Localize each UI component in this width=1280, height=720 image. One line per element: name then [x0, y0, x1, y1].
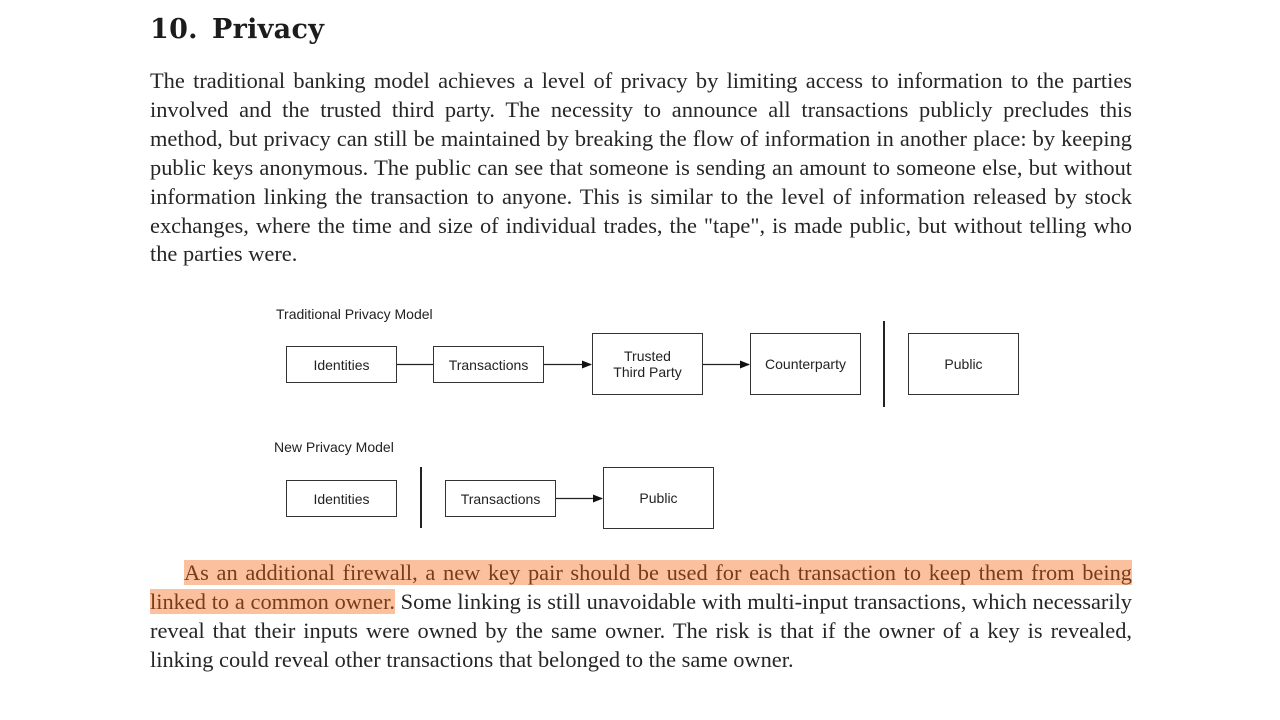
traditional-transactions-box: Transactions	[433, 346, 544, 383]
paragraph-firewall: As an additional firewall, a new key pai…	[150, 559, 1132, 675]
traditional-divider-line	[883, 321, 885, 407]
section-number: 10.	[150, 14, 198, 45]
new-public-box: Public	[603, 467, 714, 529]
traditional-public-box: Public	[908, 333, 1019, 395]
new-identities-box: Identities	[286, 480, 397, 517]
traditional-identities-box: Identities	[286, 346, 397, 383]
paragraph-traditional-banking: The traditional banking model achieves a…	[150, 68, 1132, 267]
section-heading: 10. Privacy	[150, 14, 324, 45]
new-model-label: New Privacy Model	[274, 439, 394, 455]
section-title: Privacy	[212, 14, 325, 45]
new-divider-line	[420, 467, 422, 528]
traditional-model-label: Traditional Privacy Model	[276, 306, 433, 322]
paragraph-firewall-rest: Some linking is still unavoidable with m…	[150, 588, 1132, 672]
counterparty-box: Counterparty	[750, 333, 861, 395]
new-transactions-box: Transactions	[445, 480, 556, 517]
